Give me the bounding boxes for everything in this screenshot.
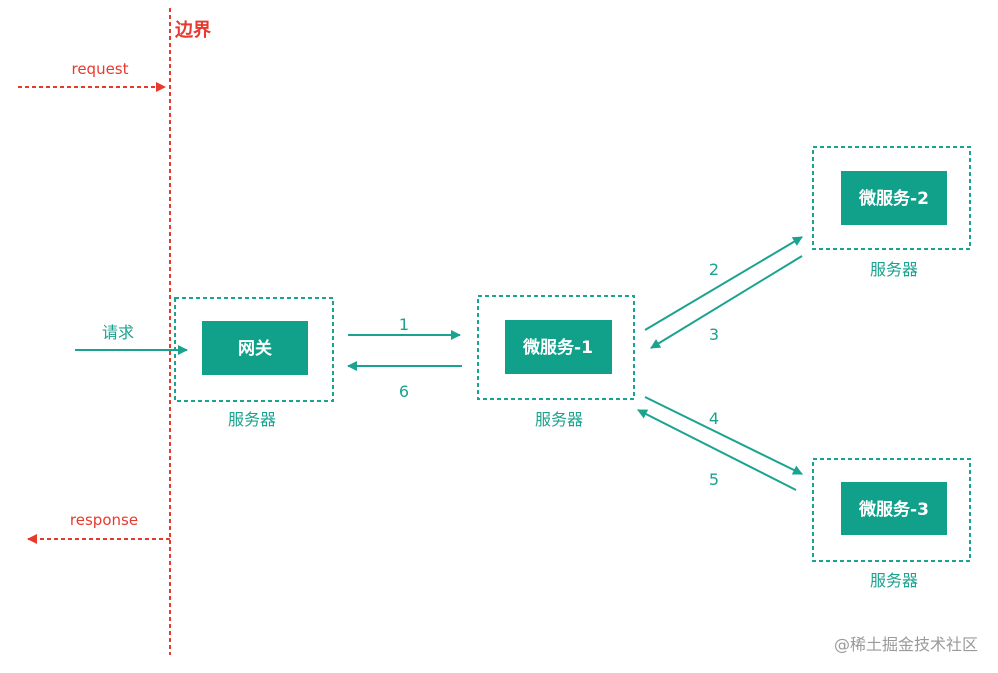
watermark: @稀土掘金技术社区 xyxy=(834,635,978,654)
gateway-server: 网关 服务器 xyxy=(174,297,334,429)
step-1-label: 1 xyxy=(399,315,409,334)
ms1-box xyxy=(505,320,612,374)
ms3-server: 微服务-3 服务器 xyxy=(812,458,971,590)
gateway-box xyxy=(202,321,308,375)
ms3-server-frame xyxy=(812,458,971,562)
gateway-label: 网关 xyxy=(238,338,272,359)
ms2-caption: 服务器 xyxy=(870,260,918,279)
response-label: response xyxy=(70,511,138,529)
ms2-server-frame xyxy=(812,146,971,250)
boundary-label: 边界 xyxy=(174,20,211,41)
client-request-label: 请求 xyxy=(102,323,134,342)
step-4-label: 4 xyxy=(709,409,719,428)
ms3-label: 微服务-3 xyxy=(858,499,929,520)
ms1-label: 微服务-1 xyxy=(522,337,593,358)
step-4-arrow xyxy=(644,396,803,475)
ms3-caption: 服务器 xyxy=(870,571,918,590)
ms3-box xyxy=(841,482,947,535)
gateway-caption: 服务器 xyxy=(228,410,276,429)
step-6-label: 6 xyxy=(399,382,409,401)
ms1-server-frame xyxy=(477,295,635,400)
gateway-server-frame xyxy=(174,297,334,402)
step-5-label: 5 xyxy=(709,470,719,489)
request-label: request xyxy=(71,60,128,78)
step-2-arrow xyxy=(644,236,803,331)
step-2-label: 2 xyxy=(709,260,719,279)
step-5-arrow xyxy=(637,409,797,491)
ms2-label: 微服务-2 xyxy=(858,188,929,209)
ms2-server: 微服务-2 服务器 xyxy=(812,146,971,279)
step-3-arrow xyxy=(650,255,803,349)
ms1-server: 微服务-1 服务器 xyxy=(477,295,635,429)
ms2-box xyxy=(841,171,947,225)
step-3-label: 3 xyxy=(709,325,719,344)
ms1-caption: 服务器 xyxy=(535,410,583,429)
